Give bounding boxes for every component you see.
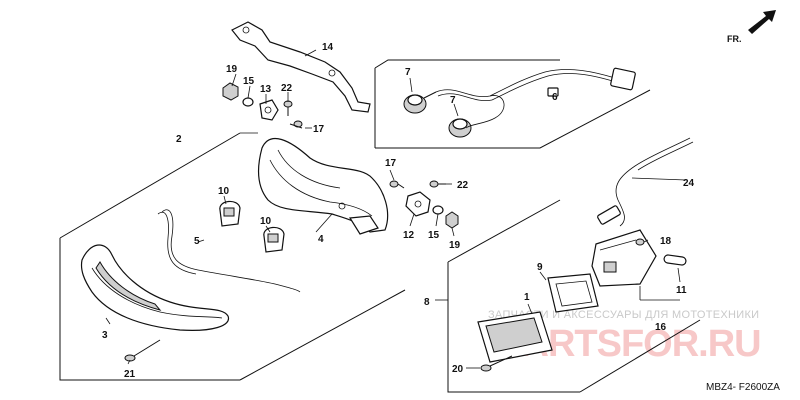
label-1: 1 [524, 292, 530, 303]
part-screw-upper [283, 100, 293, 116]
label-17-upper: 17 [313, 124, 325, 135]
part-stay-bracket [231, 21, 371, 113]
part-labels: 14 19 15 22 13 17 2 7 7 6 17 22 10 10 5 … [102, 42, 695, 380]
part-collar-upper [242, 97, 254, 107]
part-license-gasket [547, 273, 599, 313]
label-24: 24 [683, 178, 695, 189]
label-18: 18 [660, 236, 672, 247]
label-13: 13 [260, 84, 272, 95]
license-frame [447, 262, 580, 393]
part-nut-upper [222, 82, 239, 101]
label-12: 12 [403, 230, 415, 241]
leader-lines [105, 49, 687, 369]
label-9: 9 [537, 262, 543, 273]
front-direction-arrow: FR. [727, 10, 776, 44]
label-20: 20 [452, 364, 464, 375]
label-3: 3 [102, 330, 108, 341]
socket-frame-top [374, 59, 560, 69]
part-license-wire [597, 137, 694, 227]
label-10b: 10 [260, 216, 272, 227]
label-15-upper: 15 [243, 76, 255, 87]
part-collar-right [432, 205, 444, 215]
label-22-right: 22 [457, 180, 469, 191]
label-21: 21 [124, 369, 136, 380]
part-grommet [259, 99, 279, 121]
part-screw-lens-license [480, 355, 513, 372]
assembly-frame-top [59, 132, 241, 239]
label-19-upper: 19 [226, 64, 238, 75]
assembly-frame-left [59, 238, 240, 381]
label-15-right: 15 [428, 230, 440, 241]
part-screw-lens [124, 339, 161, 362]
label-16: 16 [655, 322, 667, 333]
label-19-right: 19 [449, 240, 461, 251]
label-5: 5 [194, 236, 200, 247]
part-wire-harness [435, 67, 636, 129]
part-license-lens [477, 311, 553, 363]
direction-label: FR. [727, 34, 742, 44]
part-bulb-socket-a [403, 91, 437, 114]
part-bolt-upper [289, 120, 303, 129]
part-bracket-plate [405, 191, 431, 217]
label-14: 14 [322, 42, 334, 53]
part-screw-right [429, 180, 446, 188]
label-7a: 7 [405, 67, 411, 78]
label-10a: 10 [218, 186, 230, 197]
part-bulb-b [263, 226, 285, 253]
label-6: 6 [552, 92, 558, 103]
part-nut-right [445, 211, 459, 229]
label-22-upper: 22 [281, 83, 293, 94]
part-bolt-right [389, 180, 405, 189]
part-bulb-a [219, 200, 241, 227]
part-taillight-housing [258, 137, 389, 235]
part-rubber-pad [663, 254, 687, 266]
label-7b: 7 [450, 95, 456, 106]
part-license-housing [591, 229, 657, 287]
part-taillight-lens [80, 244, 229, 331]
label-11: 11 [676, 285, 687, 296]
part-seal-strip [157, 209, 301, 293]
label-8: 8 [424, 297, 430, 308]
label-4: 4 [318, 234, 324, 245]
label-17-right: 17 [385, 158, 397, 169]
part-screw-license [635, 238, 645, 246]
assembly-frame-bottom [239, 289, 406, 381]
part-bulb-socket-b [448, 118, 472, 138]
diagram-code: MBZ4- F2600ZA [706, 382, 780, 393]
label-2: 2 [176, 134, 182, 145]
